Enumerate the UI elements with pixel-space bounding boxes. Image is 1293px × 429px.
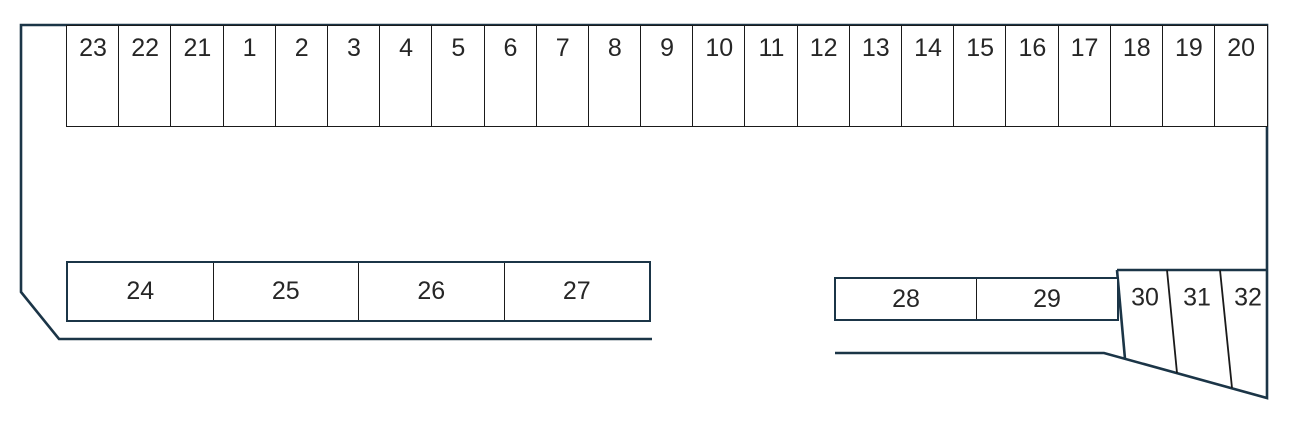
- parking-space: 1: [222, 25, 277, 127]
- parking-space: 8: [587, 25, 642, 127]
- parking-space: 23: [66, 25, 120, 127]
- space-number: 11: [758, 34, 785, 62]
- bottom-left-space-row: 24 25 26 27: [66, 261, 651, 322]
- parking-space: 13: [848, 25, 903, 127]
- space-number: 7: [555, 34, 570, 62]
- space-number: 5: [451, 34, 466, 62]
- parking-space: 28: [836, 279, 976, 319]
- angled-divider-31-32: [1219, 269, 1233, 389]
- parking-space: 4: [379, 25, 434, 127]
- space-number: 22: [131, 34, 160, 62]
- parking-space: 7: [535, 25, 590, 127]
- angled-divider-30-31: [1166, 269, 1178, 374]
- parking-space: 15: [953, 25, 1008, 127]
- space-number: 15: [966, 34, 995, 62]
- space-number: 26: [417, 277, 446, 305]
- space-number: 14: [914, 34, 942, 62]
- space-number: 18: [1122, 34, 1151, 62]
- parking-space: 18: [1109, 25, 1164, 127]
- parking-space: 17: [1057, 25, 1112, 127]
- space-number: 32: [1234, 283, 1262, 312]
- space-number: 12: [809, 34, 838, 62]
- parking-space: 6: [483, 25, 538, 127]
- parking-space: 5: [431, 25, 486, 127]
- parking-space: 26: [358, 263, 504, 320]
- space-number: 9: [660, 34, 674, 62]
- parking-space: 9: [640, 25, 695, 127]
- parking-space: 10: [692, 25, 747, 127]
- space-number: 16: [1018, 34, 1047, 62]
- space-number: 27: [562, 277, 591, 305]
- space-number: 17: [1070, 34, 1099, 62]
- parking-space: 24: [68, 263, 213, 320]
- space-number: 4: [399, 34, 414, 62]
- parking-space: 3: [326, 25, 381, 127]
- parking-space: 12: [796, 25, 851, 127]
- space-number: 6: [503, 34, 518, 62]
- parking-space: 25: [212, 263, 359, 320]
- space-number: 8: [607, 34, 622, 62]
- space-number: 10: [705, 34, 734, 62]
- parking-space: 29: [976, 279, 1117, 319]
- space-number: 25: [271, 277, 300, 305]
- space-number: 21: [183, 34, 212, 62]
- space-number: 2: [294, 34, 309, 62]
- space-number: 29: [1033, 284, 1061, 313]
- space-number: 23: [79, 34, 107, 62]
- space-number: 13: [861, 34, 890, 62]
- parking-space: 14: [901, 25, 955, 127]
- parking-space: 16: [1005, 25, 1060, 127]
- parking-space: 21: [170, 25, 225, 127]
- space-number: 24: [126, 277, 155, 305]
- space-number: 20: [1227, 34, 1256, 62]
- parking-space: 2: [274, 25, 329, 127]
- parking-space: 22: [118, 25, 173, 127]
- space-number: 28: [892, 284, 920, 313]
- bottom-right-space-row: 28 29: [834, 277, 1119, 321]
- space-number: 1: [242, 34, 257, 62]
- top-space-row: 23 22 21 1 2 3 4 5 6 7 8 9 10 11 12: [66, 25, 1269, 127]
- space-number: 19: [1175, 34, 1203, 62]
- parking-space: 27: [503, 263, 650, 320]
- parking-space: 19: [1161, 25, 1216, 127]
- parking-space: 20: [1214, 25, 1269, 127]
- space-number: 31: [1183, 283, 1211, 312]
- parking-space: 11: [744, 25, 799, 127]
- space-number: 3: [346, 34, 361, 62]
- space-number: 30: [1131, 283, 1159, 312]
